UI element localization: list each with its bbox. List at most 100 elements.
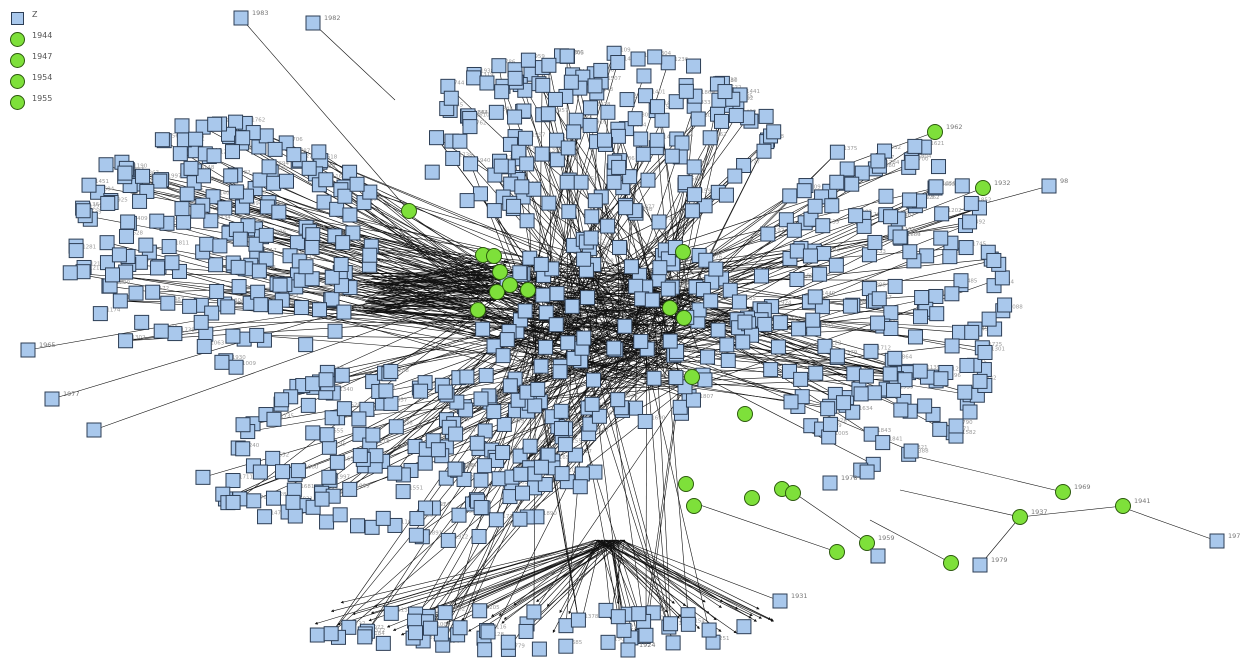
node-label: 1807 <box>699 394 713 400</box>
square-node <box>934 206 950 222</box>
node-label: 809 <box>641 113 652 119</box>
edge <box>586 270 676 362</box>
square-node <box>549 132 565 148</box>
square-node <box>558 638 574 654</box>
square-node <box>953 273 969 289</box>
node-label: 565 <box>691 177 702 183</box>
square-node <box>560 140 576 156</box>
node-label: 1392 <box>563 154 577 160</box>
node-label: 1184 <box>371 631 385 637</box>
square-node <box>472 603 488 619</box>
square-node <box>469 435 485 451</box>
square-node <box>977 344 993 360</box>
square-node <box>701 622 717 638</box>
square-node <box>324 410 340 426</box>
square-node <box>593 62 609 78</box>
square-node <box>212 238 228 254</box>
square-node <box>478 367 494 383</box>
named-square-node <box>972 557 988 573</box>
square-node <box>907 138 923 154</box>
node-label: 1849 <box>510 418 524 424</box>
node-label: 1262 <box>926 195 940 201</box>
node-label: 1925 <box>114 197 128 203</box>
square-node <box>214 354 230 370</box>
square-node <box>902 192 918 208</box>
square-node <box>422 620 438 636</box>
square-node <box>334 367 350 383</box>
node-label: 1843 <box>877 428 891 434</box>
edge <box>597 539 774 622</box>
square-node <box>580 290 596 306</box>
square-node <box>267 299 283 315</box>
square-node <box>231 279 247 295</box>
square-node <box>735 334 751 350</box>
square-node <box>408 625 424 641</box>
square-node <box>311 144 327 160</box>
edge <box>371 311 507 321</box>
square-node <box>517 130 533 146</box>
square-node <box>494 84 510 100</box>
named-square-node <box>305 15 321 31</box>
node-label: 760 <box>573 50 584 56</box>
edge <box>596 539 722 632</box>
edge <box>365 289 502 314</box>
edge <box>611 539 774 621</box>
node-label: 857 <box>397 397 408 403</box>
edge <box>1019 504 1124 518</box>
square-node <box>138 237 154 253</box>
square-node <box>207 116 223 132</box>
edge <box>539 293 916 338</box>
node-label: 1476 <box>906 231 920 237</box>
square-node <box>793 371 809 387</box>
square-node <box>954 178 970 194</box>
square-node <box>904 154 920 170</box>
square-node <box>507 109 523 125</box>
square-node <box>476 458 492 474</box>
node-label: 618 <box>327 155 338 161</box>
square-node <box>351 411 367 427</box>
edge <box>27 319 201 352</box>
circle-node <box>486 248 502 264</box>
square-node <box>112 293 128 309</box>
named-square-node <box>822 475 838 491</box>
square-node <box>531 641 547 657</box>
node-label: 1116 <box>493 625 507 631</box>
node-label: 1634 <box>859 406 873 412</box>
square-node <box>368 448 384 464</box>
circle-node <box>927 124 943 140</box>
node-label: 762 <box>476 121 487 127</box>
node-label: 209 <box>810 185 821 191</box>
node-label: 270 <box>306 154 317 160</box>
square-node <box>132 193 148 209</box>
edge <box>525 539 625 627</box>
node-label: 1596 <box>700 189 714 195</box>
circle-node <box>675 244 691 260</box>
square-node <box>352 448 368 464</box>
edge <box>664 105 727 378</box>
square-node <box>557 437 573 453</box>
node-label: 1762 <box>251 117 265 123</box>
square-node <box>535 77 551 93</box>
circle-node-icon <box>10 32 25 47</box>
node-label: 1694 <box>275 161 289 167</box>
node-label: 1388 <box>915 448 929 454</box>
edge <box>162 139 523 362</box>
edge <box>597 539 752 619</box>
node-label: 1441 <box>746 89 760 95</box>
square-node <box>893 402 909 418</box>
node-label: 1983 <box>714 351 728 357</box>
square-node <box>789 243 805 259</box>
edge <box>112 274 605 355</box>
edge <box>388 274 505 297</box>
legend-label: 1954 <box>32 73 53 82</box>
node-label: 1088 <box>1009 305 1023 311</box>
node-label: 326 <box>193 188 204 194</box>
node-label: 1009 <box>356 483 370 489</box>
node-label: 1864 <box>898 354 912 360</box>
square-node <box>265 490 281 506</box>
square-node <box>188 131 204 147</box>
node-label: 743 <box>830 247 841 253</box>
square-node <box>663 616 679 632</box>
node-label: 1841 <box>889 437 903 443</box>
square-node <box>462 119 478 135</box>
